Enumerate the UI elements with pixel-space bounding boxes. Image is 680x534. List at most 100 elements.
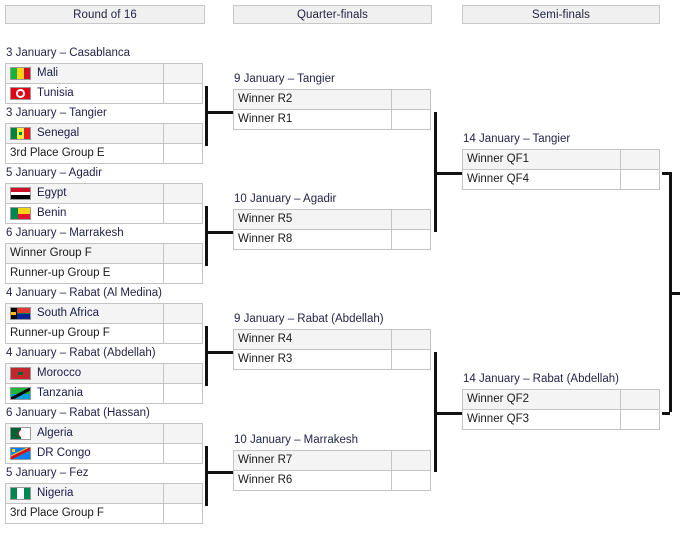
team-cell[interactable]: Winner QF1: [463, 150, 621, 169]
match-row[interactable]: Winner R8: [234, 230, 430, 250]
score-cell[interactable]: [164, 444, 202, 463]
mali-flag-icon: [10, 67, 31, 80]
match-row[interactable]: Winner QF3: [463, 410, 659, 430]
score-cell[interactable]: [164, 184, 202, 203]
team-cell[interactable]: Winner R3: [234, 350, 392, 369]
match-row[interactable]: Winner R3: [234, 350, 430, 370]
match-row[interactable]: DR Congo: [6, 444, 202, 464]
match-date: 10 January – Marrakesh: [234, 434, 359, 446]
match-date: 14 January – Rabat (Abdellah): [463, 373, 619, 385]
team-cell[interactable]: 3rd Place Group F: [6, 504, 164, 523]
match-row[interactable]: Mali: [6, 64, 202, 84]
team-cell[interactable]: Winner R7: [234, 451, 392, 470]
team-cell[interactable]: Tanzania: [6, 384, 164, 403]
match-row[interactable]: Senegal: [6, 124, 202, 144]
score-cell[interactable]: [392, 210, 430, 229]
team-cell[interactable]: Winner QF2: [463, 390, 621, 409]
team-cell[interactable]: Algeria: [6, 424, 164, 443]
score-cell[interactable]: [164, 244, 202, 263]
team-cell[interactable]: Winner R2: [234, 90, 392, 109]
team-cell[interactable]: Runner-up Group E: [6, 264, 164, 283]
score-cell[interactable]: [164, 64, 202, 83]
team-cell[interactable]: Egypt: [6, 184, 164, 203]
team-cell[interactable]: Nigeria: [6, 484, 164, 503]
match-row[interactable]: Nigeria: [6, 484, 202, 504]
team-cell[interactable]: Winner R5: [234, 210, 392, 229]
score-cell[interactable]: [621, 170, 659, 189]
team-cell[interactable]: Winner R6: [234, 471, 392, 490]
team-name: Winner QF4: [467, 173, 529, 185]
match-row[interactable]: Winner QF1: [463, 150, 659, 170]
score-cell[interactable]: [164, 364, 202, 383]
match-row[interactable]: Winner QF4: [463, 170, 659, 190]
score-cell[interactable]: [392, 90, 430, 109]
match-row[interactable]: Winner QF2: [463, 390, 659, 410]
drcongo-flag-icon: [10, 447, 31, 460]
team-cell[interactable]: Tunisia: [6, 84, 164, 103]
score-cell[interactable]: [164, 84, 202, 103]
team-cell[interactable]: Winner R8: [234, 230, 392, 249]
match-row[interactable]: 3rd Place Group F: [6, 504, 202, 524]
match-row[interactable]: Winner R1: [234, 110, 430, 130]
team-cell[interactable]: Winner R4: [234, 330, 392, 349]
score-cell[interactable]: [392, 230, 430, 249]
team-cell[interactable]: DR Congo: [6, 444, 164, 463]
score-cell[interactable]: [392, 110, 430, 129]
match-row[interactable]: Winner R5: [234, 210, 430, 230]
team-cell[interactable]: Benin: [6, 204, 164, 223]
score-cell[interactable]: [392, 330, 430, 349]
match-row[interactable]: Benin: [6, 204, 202, 224]
match-row[interactable]: Algeria: [6, 424, 202, 444]
match-row[interactable]: Winner R2: [234, 90, 430, 110]
round-header-3: Semi-finals: [462, 5, 660, 24]
score-cell[interactable]: [164, 504, 202, 523]
match-date: 3 January – Casablanca: [6, 47, 131, 59]
match-row[interactable]: Morocco: [6, 364, 202, 384]
score-cell[interactable]: [164, 264, 202, 283]
team-cell[interactable]: Morocco: [6, 364, 164, 383]
match-row[interactable]: Winner Group F: [6, 244, 202, 264]
match-row[interactable]: 3rd Place Group E: [6, 144, 202, 164]
score-cell[interactable]: [621, 410, 659, 429]
team-cell[interactable]: Winner Group F: [6, 244, 164, 263]
match-row[interactable]: Winner R6: [234, 471, 430, 491]
match-row[interactable]: Runner-up Group F: [6, 324, 202, 344]
team-cell[interactable]: 3rd Place Group E: [6, 144, 164, 163]
score-cell[interactable]: [392, 350, 430, 369]
score-cell[interactable]: [164, 124, 202, 143]
match-row[interactable]: Tanzania: [6, 384, 202, 404]
team-cell[interactable]: Winner R1: [234, 110, 392, 129]
score-cell[interactable]: [164, 484, 202, 503]
team-cell[interactable]: Winner QF3: [463, 410, 621, 429]
score-cell[interactable]: [164, 304, 202, 323]
tunisia-flag-icon: [10, 87, 31, 100]
match-row[interactable]: Winner R7: [234, 451, 430, 471]
score-cell[interactable]: [621, 390, 659, 409]
match-row[interactable]: Egypt: [6, 184, 202, 204]
score-cell[interactable]: [164, 144, 202, 163]
score-cell[interactable]: [392, 451, 430, 470]
score-cell[interactable]: [392, 471, 430, 490]
match-row[interactable]: Tunisia: [6, 84, 202, 104]
score-cell[interactable]: [164, 424, 202, 443]
team-cell[interactable]: Mali: [6, 64, 164, 83]
score-cell[interactable]: [621, 150, 659, 169]
match-row[interactable]: Winner R4: [234, 330, 430, 350]
match-row[interactable]: Runner-up Group E: [6, 264, 202, 284]
score-cell[interactable]: [164, 324, 202, 343]
connector-r16-qf-stub: [205, 351, 233, 354]
score-cell[interactable]: [164, 384, 202, 403]
match-date: 10 January – Agadir: [234, 193, 337, 205]
team-cell[interactable]: Winner QF4: [463, 170, 621, 189]
team-cell[interactable]: Senegal: [6, 124, 164, 143]
team-cell[interactable]: South Africa: [6, 304, 164, 323]
team-cell[interactable]: Runner-up Group F: [6, 324, 164, 343]
score-cell[interactable]: [164, 204, 202, 223]
match-row[interactable]: South Africa: [6, 304, 202, 324]
